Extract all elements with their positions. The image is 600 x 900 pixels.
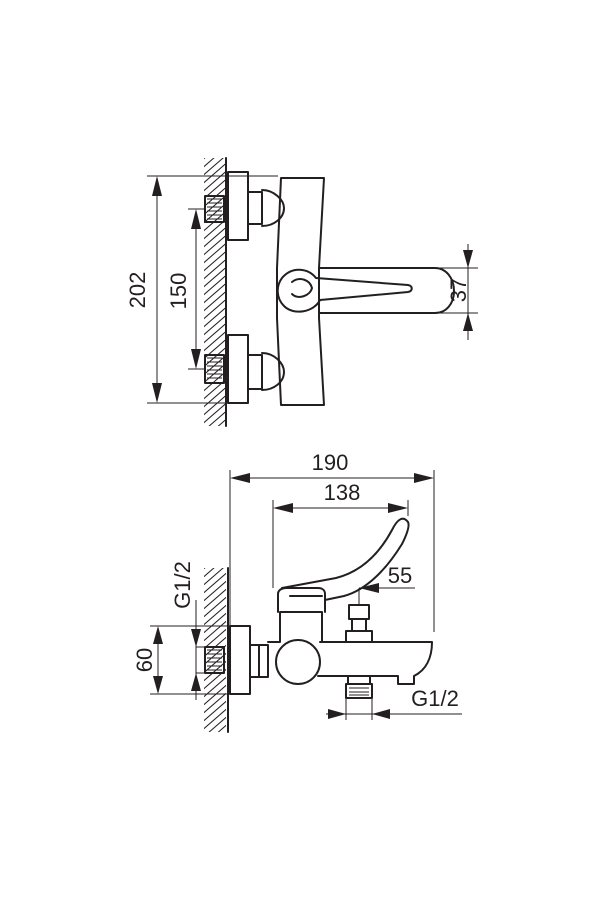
hatch-line bbox=[204, 572, 226, 594]
hatch-line bbox=[204, 596, 226, 618]
dim-width-diverter: 55 bbox=[388, 563, 412, 588]
hatch-line bbox=[204, 580, 226, 602]
hatch-line bbox=[200, 424, 230, 450]
dim-depth-inlet: 60 bbox=[132, 648, 157, 672]
hatch-line bbox=[204, 568, 215, 578]
dim-thread-outlet: G1/2 bbox=[411, 686, 459, 711]
hatch-line bbox=[200, 128, 230, 154]
hatch-line bbox=[217, 724, 226, 732]
hatch-line bbox=[204, 676, 226, 698]
dim-width-handle: 138 bbox=[324, 480, 361, 505]
hatch-line bbox=[204, 700, 226, 722]
hatch-line bbox=[204, 158, 215, 168]
dim-spout-height: 37 bbox=[446, 278, 471, 302]
front-view: 202 150 37 bbox=[125, 128, 478, 474]
dim-thread-inlet: G1/2 bbox=[170, 561, 195, 609]
side-view: 190 138 55 60 G1/2 G1/2 bbox=[132, 450, 462, 780]
dim-height-total: 202 bbox=[125, 272, 150, 309]
hatch-line bbox=[204, 620, 226, 642]
hatch-line bbox=[204, 158, 224, 176]
hatch-line bbox=[200, 746, 230, 772]
dim-height-inlets: 150 bbox=[166, 273, 191, 310]
hatch-line bbox=[200, 448, 230, 474]
hatch-line bbox=[200, 440, 230, 466]
hatch-line bbox=[204, 568, 206, 570]
hatch-line bbox=[204, 684, 226, 706]
hatch-line bbox=[208, 716, 226, 732]
hatch-line bbox=[200, 738, 230, 764]
hatch-line bbox=[200, 730, 230, 756]
hatch-line bbox=[200, 432, 230, 458]
hatch-line bbox=[204, 612, 226, 634]
hatch-line bbox=[204, 708, 226, 730]
hatch-line bbox=[200, 538, 230, 564]
hatch-line bbox=[204, 568, 224, 586]
hatch-line bbox=[204, 588, 226, 610]
dim-width-total: 190 bbox=[312, 450, 349, 475]
hatch-line bbox=[204, 604, 226, 626]
hatch-line bbox=[200, 754, 230, 780]
